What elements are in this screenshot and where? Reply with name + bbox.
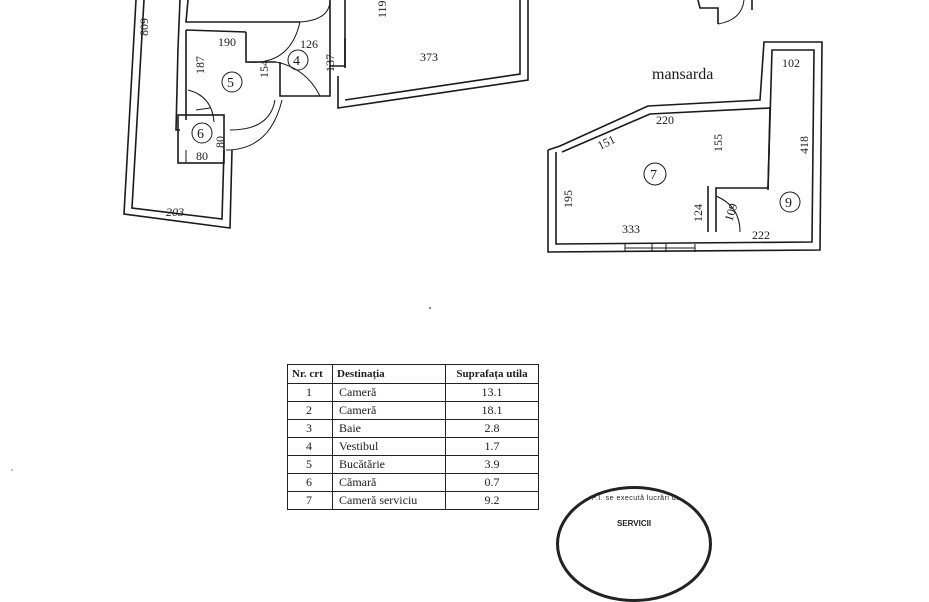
table-row: 7 Cameră serviciu 9.2 [287, 491, 539, 510]
mansarda-title: mansarda [652, 66, 713, 83]
cell-nr: 7 [287, 491, 333, 510]
cell-nr: 3 [287, 419, 333, 438]
dim-126: 126 [300, 37, 318, 51]
dim-203: 203 [166, 205, 184, 219]
cell-nr: 2 [287, 401, 333, 420]
table-row: 5 Bucătărie 3.9 [287, 455, 539, 474]
dim-190: 190 [218, 35, 236, 49]
cell-destinatia: Baie [332, 419, 446, 438]
dim-154: 154 [257, 60, 271, 78]
dim-109: 109 [722, 201, 741, 222]
table-row: 1 Cameră 13.1 [287, 383, 539, 402]
room-number-9: 9 [785, 196, 792, 211]
dim-222: 222 [752, 228, 770, 242]
room-marker-6: 6 [191, 122, 213, 144]
cell-destinatia: Cameră [332, 383, 446, 402]
room-number-5: 5 [227, 76, 234, 91]
cell-destinatia: Cameră serviciu [332, 491, 446, 510]
dim-418: 418 [797, 136, 811, 154]
cell-suprafata: 2.8 [445, 419, 539, 438]
room-marker-5: 5 [221, 71, 243, 93]
dim-151: 151 [595, 132, 617, 152]
floor-plan-top-fragment [697, 0, 753, 25]
dim-333: 333 [622, 222, 640, 236]
dim-124: 124 [691, 204, 705, 222]
cell-suprafata: 13.1 [445, 383, 539, 402]
cell-suprafata: 3.9 [445, 455, 539, 474]
dim-809: 809 [137, 18, 151, 36]
mansarda-plan [547, 41, 823, 253]
room-marker-9: 9 [779, 191, 801, 213]
header-suprafata: Suprafața utila [445, 364, 539, 384]
dim-155: 155 [711, 134, 725, 152]
dim-187: 187 [193, 56, 207, 74]
cell-suprafata: 18.1 [445, 401, 539, 420]
cell-nr: 6 [287, 473, 333, 492]
header-destinatia: Destinația [332, 364, 446, 384]
table-header-row: Nr. crt Destinația Suprafața utila [287, 364, 539, 384]
dim-373: 373 [420, 50, 438, 64]
rooms-table-container: Nr. crt Destinația Suprafața utila 1 Cam… [287, 364, 539, 510]
room-number-4: 4 [293, 54, 300, 69]
table-row: 2 Cameră 18.1 [287, 401, 539, 420]
table-row: 6 Cămară 0.7 [287, 473, 539, 492]
cell-suprafata: 1.7 [445, 437, 539, 456]
floor-plan-main [123, 0, 529, 229]
header-nr-crt: Nr. crt [287, 364, 333, 384]
stamp-core-text: SERVICII [616, 519, 652, 528]
room-number-7: 7 [650, 168, 657, 183]
cell-nr: 4 [287, 437, 333, 456]
cell-destinatia: Cameră [332, 401, 446, 420]
dim-80-horizontal: 80 [196, 149, 208, 163]
cell-destinatia: Bucătărie [332, 455, 446, 474]
cell-suprafata: 0.7 [445, 473, 539, 492]
dim-102: 102 [782, 56, 800, 70]
stamp-ring-text: S.C. P.I. se execută lucrări de c... [573, 495, 695, 502]
dim-195: 195 [561, 190, 575, 208]
room-marker-7: 7 [643, 162, 667, 186]
room-number-6: 6 [197, 127, 204, 142]
cell-destinatia: Vestibul [332, 437, 446, 456]
rooms-table: Nr. crt Destinația Suprafața utila 1 Cam… [287, 364, 539, 510]
cell-destinatia: Cămară [332, 473, 446, 492]
dim-220: 220 [656, 113, 674, 127]
official-stamp: S.C. P.I. se execută lucrări de c... SER… [556, 486, 712, 602]
table-row: 3 Baie 2.8 [287, 419, 539, 438]
room-marker-4: 4 [287, 49, 309, 71]
floor-plan-drawing: 809 190 126 119 373 187 154 137 80 80 20… [11, 0, 823, 471]
dim-119: 119 [375, 0, 389, 18]
cell-suprafata: 9.2 [445, 491, 539, 510]
dim-80-vertical: 80 [213, 136, 227, 148]
cell-nr: 5 [287, 455, 333, 474]
dim-137: 137 [323, 54, 337, 72]
table-row: 4 Vestibul 1.7 [287, 437, 539, 456]
cell-nr: 1 [287, 383, 333, 402]
